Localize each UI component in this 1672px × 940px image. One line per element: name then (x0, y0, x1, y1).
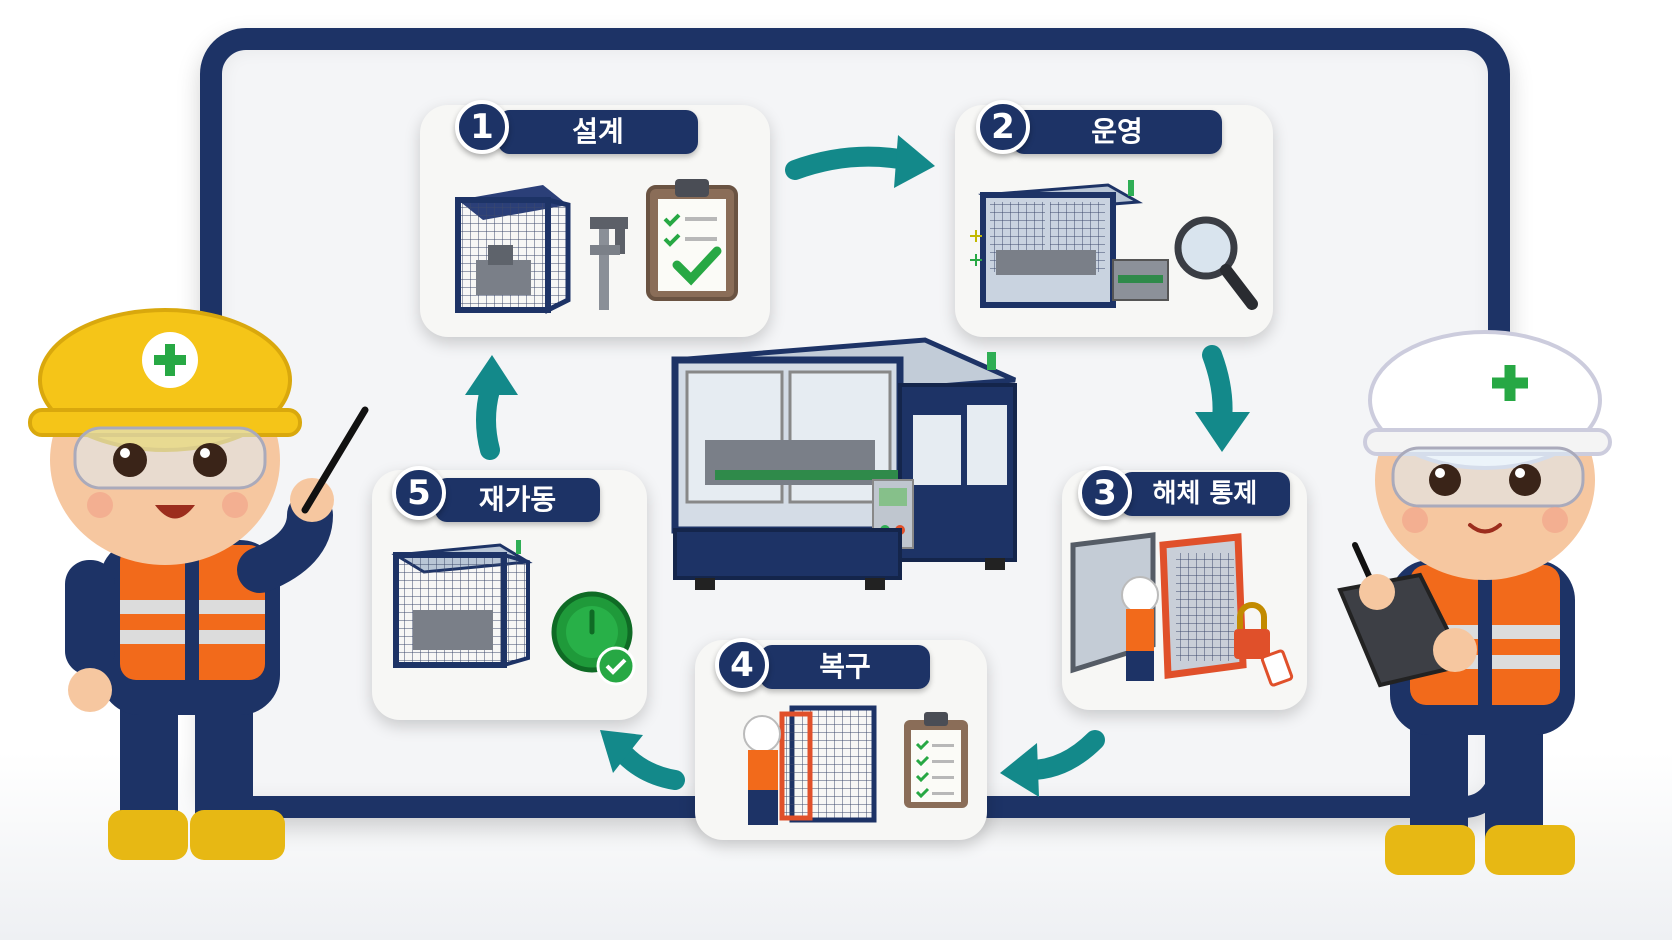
arrow-4-to-5 (600, 730, 685, 790)
step-number-1: 1 (455, 100, 509, 154)
worker-clipboard-icon (1337, 330, 1612, 875)
arrow-5-to-1 (465, 355, 518, 460)
step-number-4: 4 (715, 638, 769, 692)
caliper-icon (590, 217, 628, 310)
sparkle-icon (970, 230, 982, 266)
step-number-5: 5 (392, 466, 446, 520)
checklist-icon (904, 712, 968, 808)
step-label-operation: 운영 (1012, 110, 1222, 154)
step-label-dismantle-control: 해체 통제 (1120, 472, 1290, 516)
machine-guard-icon (391, 540, 533, 668)
central-machine-icon (671, 337, 1017, 590)
step-label-design: 설계 (498, 110, 698, 154)
worker-pointing-icon (28, 308, 369, 860)
magnifier-icon (1174, 216, 1258, 310)
power-button-icon (551, 591, 636, 686)
machine-guard-icon (978, 180, 1169, 308)
step-number-3: 3 (1078, 466, 1132, 520)
arrow-1-to-2 (785, 135, 935, 188)
arrow-2-to-3 (1195, 345, 1250, 452)
reinstall-guard-icon (743, 705, 877, 825)
step-number-2: 2 (976, 100, 1030, 154)
opened-guard-icon (1070, 532, 1294, 687)
checklist-icon (646, 179, 738, 301)
step-label-restart: 재가동 (435, 478, 600, 522)
arrow-3-to-4 (1000, 730, 1105, 797)
machine-guard-icon (455, 185, 571, 315)
step-label-recovery: 복구 (760, 645, 930, 689)
